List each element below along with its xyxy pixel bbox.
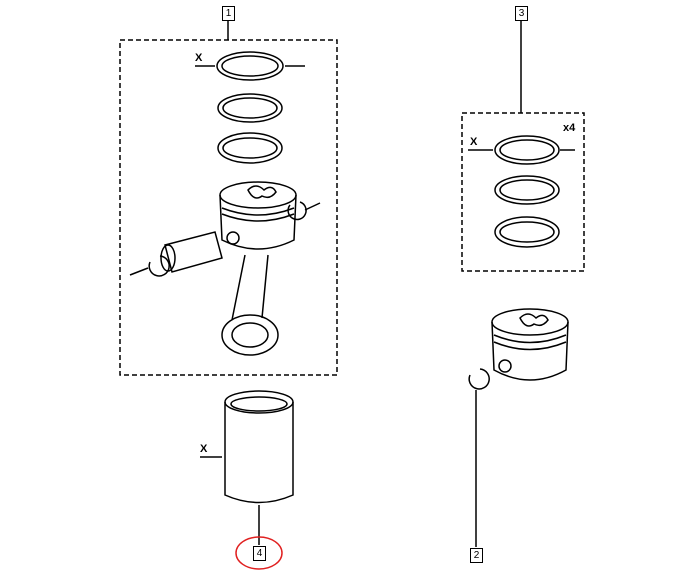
callout-3[interactable]: 3 — [515, 6, 528, 21]
dimension-label-x: X — [200, 443, 208, 455]
piston-with-rod — [129, 181, 321, 356]
dimension-label-x: X — [195, 52, 203, 64]
callout-4[interactable]: 4 — [253, 546, 266, 561]
highlight-circle — [235, 536, 283, 570]
kit-box-piston-rod — [119, 39, 338, 376]
cylinder-liner — [200, 390, 294, 504]
piston-rings-3 — [468, 135, 575, 248]
piston — [468, 308, 569, 390]
kit-box-rings — [461, 112, 585, 272]
callout-1[interactable]: 1 — [222, 6, 235, 21]
piston-rings-1 — [195, 51, 305, 164]
dimension-label-x: X — [470, 136, 478, 148]
callout-2[interactable]: 2 — [470, 548, 483, 563]
quantity-label: x4 — [563, 122, 576, 134]
